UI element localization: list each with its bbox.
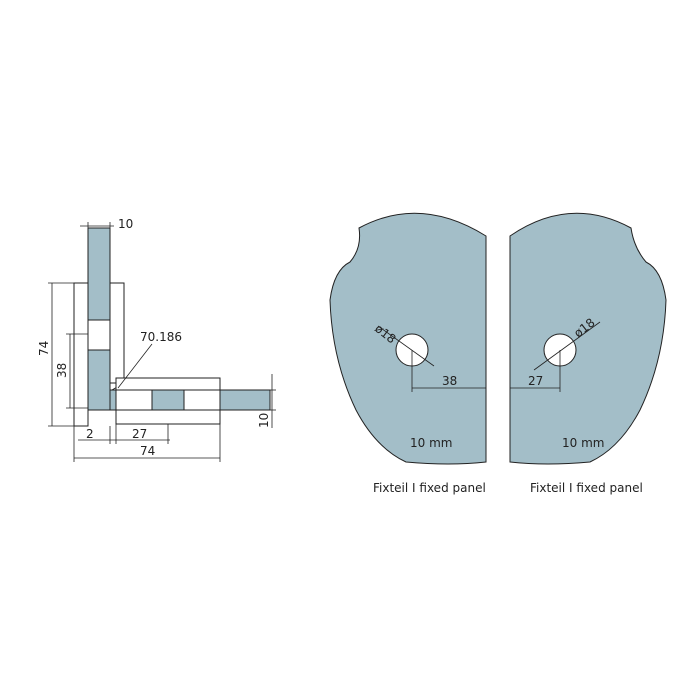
side-view: 10 74 38 70.186 10 2 27 74: [37, 217, 276, 462]
right-diameter-leader: [533, 321, 601, 371]
dim-angle-label: 70.186: [140, 330, 182, 344]
top-clamp: [115, 377, 221, 391]
left-thickness-label: 10 mm: [410, 436, 452, 450]
dim-bottom-mid-label: 27: [132, 427, 147, 441]
glass-block-right: [183, 389, 221, 411]
right-hole-offset-label: 27: [528, 374, 543, 388]
outer-plate: [73, 282, 89, 427]
right-thickness-label: 10 mm: [562, 436, 604, 450]
right-glass-shape: [509, 212, 667, 465]
vertical-glass: [87, 227, 111, 411]
dim-bottom-total-label: 74: [140, 444, 155, 458]
dim-right-label: 10: [257, 413, 271, 428]
glass-block-left: [115, 389, 153, 411]
dim-height-outer-label: 74: [37, 341, 51, 356]
dim-height-inner-label: 38: [55, 363, 69, 378]
right-caption: Fixteil I fixed panel: [530, 481, 643, 495]
clamp-block-upper: [87, 319, 111, 351]
right-panel: ø18 27 10 mm: [509, 212, 667, 465]
left-hole-offset-label: 38: [442, 374, 457, 388]
left-panel: ø18 38 10 mm: [329, 212, 487, 465]
lower-clamp: [115, 409, 221, 425]
left-diameter-leader: [377, 325, 435, 367]
dim-top-label: 10: [118, 217, 133, 231]
left-caption: Fixteil I fixed panel: [373, 481, 486, 495]
dim-bottom-small-label: 2: [86, 427, 94, 441]
inner-plate: [109, 282, 125, 384]
